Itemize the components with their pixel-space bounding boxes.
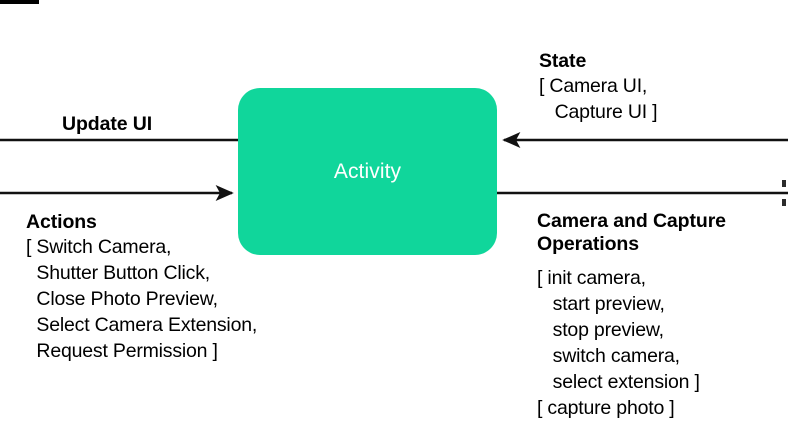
right-edge-crop-tick-bottom: [782, 199, 786, 206]
edge-label-update-ui: Update UI: [62, 113, 153, 135]
activity-node[interactable]: Activity: [238, 88, 497, 255]
edge-label-operations-list: [ init camera, start preview, stop previ…: [537, 267, 700, 419]
edge-label-actions-heading: Actions: [26, 211, 97, 233]
edge-label-state-heading: State: [539, 50, 587, 72]
edge-label-operations-heading: Camera and Capture Operations: [537, 210, 726, 255]
edge-label-actions-list: [ Switch Camera, Shutter Button Click, C…: [26, 236, 258, 362]
top-left-crop-bar: [0, 0, 39, 4]
activity-node-label: Activity: [333, 160, 402, 183]
edge-label-state-list: [ Camera UI, Capture UI ]: [539, 75, 658, 123]
right-edge-crop-tick-top: [782, 180, 786, 187]
